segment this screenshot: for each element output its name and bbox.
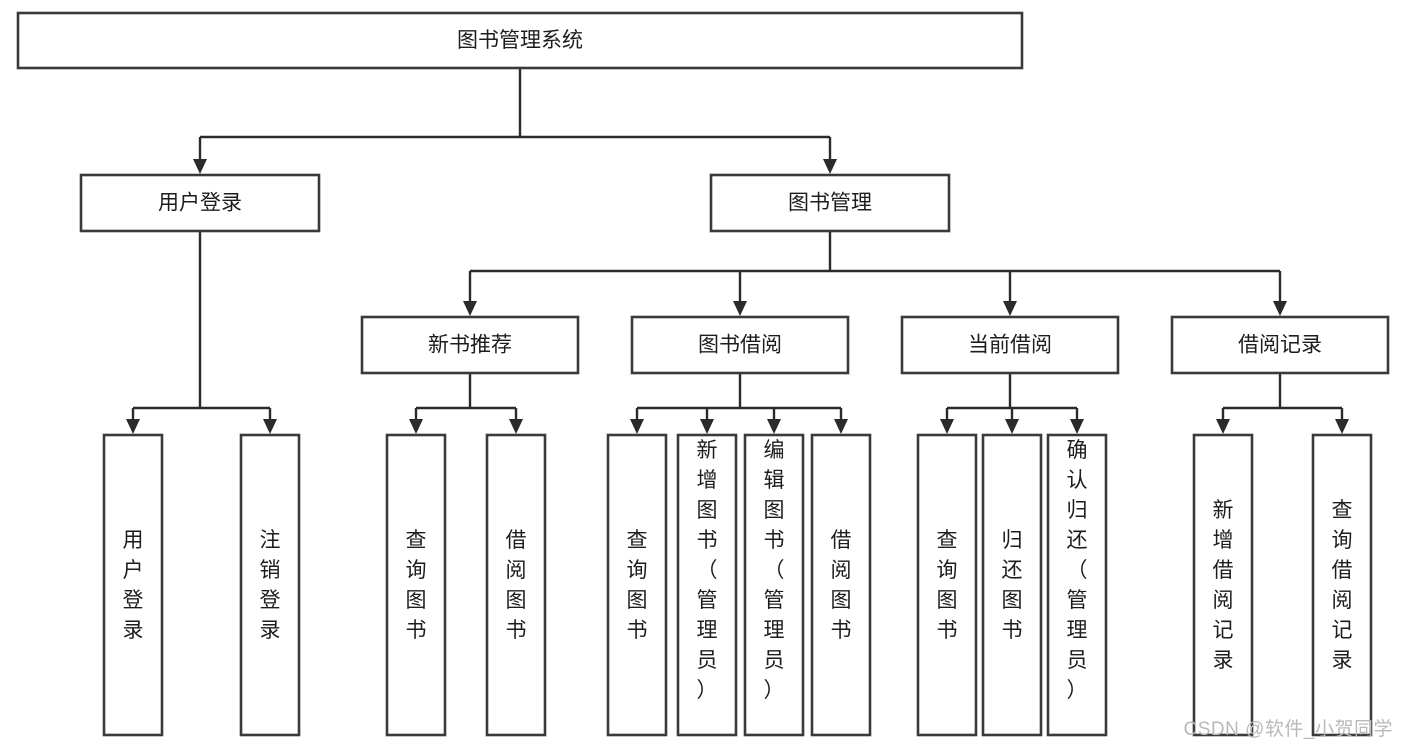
node-root[interactable]: 图书管理系统 (16, 11, 1024, 70)
arrow-head-icon (1005, 419, 1019, 434)
node-label: 新增借阅记录 (1213, 499, 1234, 672)
node-label: 用户登录 (123, 529, 144, 642)
node-leaf-query-book-borrow[interactable]: 查询图书 (606, 433, 668, 737)
node-box[interactable] (485, 433, 547, 737)
arrow-head-icon (263, 419, 277, 434)
node-box[interactable] (1311, 433, 1373, 737)
node-leaf-add-record[interactable]: 新增借阅记录 (1192, 433, 1254, 737)
arrow-head-icon (1273, 301, 1287, 316)
arrow-head-icon (700, 419, 714, 434)
connector-group (1216, 373, 1349, 434)
node-borrow-record[interactable]: 借阅记录 (1170, 315, 1390, 375)
connector-group (126, 231, 277, 434)
node-label: 借阅记录 (1238, 334, 1322, 357)
arrow-head-icon (1070, 419, 1084, 434)
connector-layer (126, 68, 1349, 434)
node-box[interactable] (743, 433, 805, 737)
node-label: 查询图书 (627, 529, 648, 642)
node-box[interactable] (676, 433, 738, 737)
node-box[interactable] (810, 433, 872, 737)
node-label: 借阅图书 (831, 529, 852, 642)
node-new-book-rec[interactable]: 新书推荐 (360, 315, 580, 375)
node-box[interactable] (709, 173, 951, 233)
node-layer: 图书管理系统用户登录图书管理新书推荐图书借阅当前借阅借阅记录用户登录注销登录查询… (16, 11, 1390, 737)
node-label: 借阅图书 (506, 529, 527, 642)
node-leaf-query-record[interactable]: 查询借阅记录 (1311, 433, 1373, 737)
node-leaf-edit-book[interactable]: 编辑图书（管理员） (743, 433, 805, 737)
arrow-head-icon (193, 159, 207, 174)
node-book-manage[interactable]: 图书管理 (709, 173, 951, 233)
node-box[interactable] (16, 11, 1024, 70)
connector-group (940, 373, 1084, 434)
node-label: 图书管理系统 (457, 29, 583, 52)
node-label: 确认归还（管理员） (1067, 439, 1088, 702)
node-leaf-add-book[interactable]: 新增图书（管理员） (676, 433, 738, 737)
arrow-head-icon (767, 419, 781, 434)
node-box[interactable] (630, 315, 850, 375)
arrow-head-icon (463, 301, 477, 316)
node-leaf-confirm-return[interactable]: 确认归还（管理员） (1046, 433, 1108, 737)
node-leaf-user-login[interactable]: 用户登录 (102, 433, 164, 737)
node-box[interactable] (102, 433, 164, 737)
node-box[interactable] (385, 433, 447, 737)
node-label: 编辑图书（管理员） (764, 439, 785, 702)
arrow-head-icon (823, 159, 837, 174)
node-box[interactable] (1170, 315, 1390, 375)
node-box[interactable] (916, 433, 978, 737)
arrow-head-icon (834, 419, 848, 434)
node-box[interactable] (606, 433, 668, 737)
arrow-head-icon (1216, 419, 1230, 434)
node-box[interactable] (360, 315, 580, 375)
node-box[interactable] (981, 433, 1043, 737)
node-book-borrow[interactable]: 图书借阅 (630, 315, 850, 375)
connector-group (463, 231, 1287, 316)
arrow-head-icon (509, 419, 523, 434)
connector-group (193, 68, 837, 174)
node-label: 图书借阅 (698, 334, 782, 357)
node-leaf-borrow-book[interactable]: 借阅图书 (810, 433, 872, 737)
node-label: 新书推荐 (428, 334, 512, 357)
node-leaf-borrow-book-rec[interactable]: 借阅图书 (485, 433, 547, 737)
arrow-head-icon (733, 301, 747, 316)
node-box[interactable] (79, 173, 321, 233)
node-box[interactable] (900, 315, 1120, 375)
connector-group (630, 373, 848, 434)
node-user-login[interactable]: 用户登录 (79, 173, 321, 233)
node-label: 新增图书（管理员） (697, 439, 718, 702)
node-leaf-user-logout[interactable]: 注销登录 (239, 433, 301, 737)
node-label: 当前借阅 (968, 334, 1052, 357)
arrow-head-icon (940, 419, 954, 434)
node-leaf-query-book-current[interactable]: 查询图书 (916, 433, 978, 737)
node-label: 归还图书 (1002, 529, 1023, 642)
node-leaf-return-book[interactable]: 归还图书 (981, 433, 1043, 737)
node-label: 用户登录 (158, 192, 242, 215)
node-box[interactable] (1046, 433, 1108, 737)
node-leaf-query-book-rec[interactable]: 查询图书 (385, 433, 447, 737)
node-label: 查询借阅记录 (1332, 499, 1353, 672)
node-label: 查询图书 (406, 529, 427, 642)
node-label: 注销登录 (260, 529, 281, 642)
arrow-head-icon (1335, 419, 1349, 434)
arrow-head-icon (1003, 301, 1017, 316)
node-box[interactable] (1192, 433, 1254, 737)
node-current-borrow[interactable]: 当前借阅 (900, 315, 1120, 375)
arrow-head-icon (126, 419, 140, 434)
node-box[interactable] (239, 433, 301, 737)
arrow-head-icon (630, 419, 644, 434)
node-label: 查询图书 (937, 529, 958, 642)
node-label: 图书管理 (788, 192, 872, 215)
arrow-head-icon (409, 419, 423, 434)
connector-group (409, 373, 523, 434)
